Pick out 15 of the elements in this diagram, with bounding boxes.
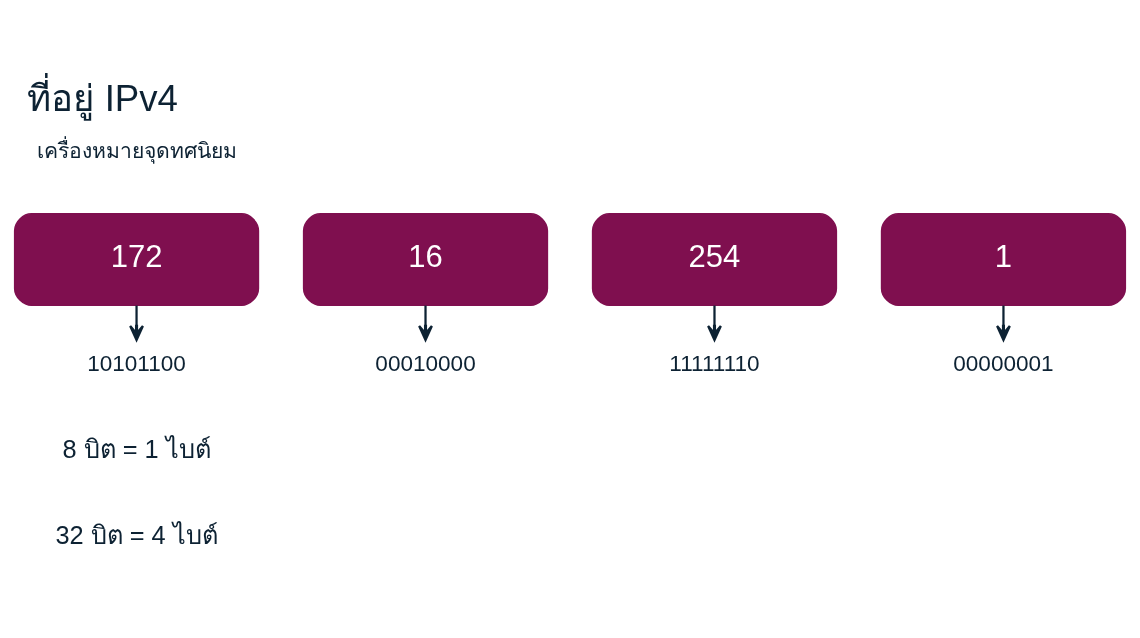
arrow	[418, 305, 433, 341]
node-text: 11111110	[669, 350, 760, 376]
node-text: 10101100	[87, 350, 186, 376]
node-box: 1	[880, 212, 1127, 306]
label: 8 บิต = 1 ไบต์	[62, 434, 211, 463]
arrow	[996, 305, 1011, 341]
label: เครื่องหมายจุดทศนิยม	[36, 138, 237, 162]
label: 32 บิต = 4 ไบต์	[55, 520, 218, 549]
arrow	[707, 305, 722, 341]
arrow	[129, 305, 144, 341]
node-text: 00000001	[953, 350, 1054, 376]
node-box: 254	[591, 212, 838, 306]
node-box: 172	[13, 212, 260, 306]
node-text: 00010000	[375, 350, 476, 376]
node-box: 16	[302, 212, 549, 306]
